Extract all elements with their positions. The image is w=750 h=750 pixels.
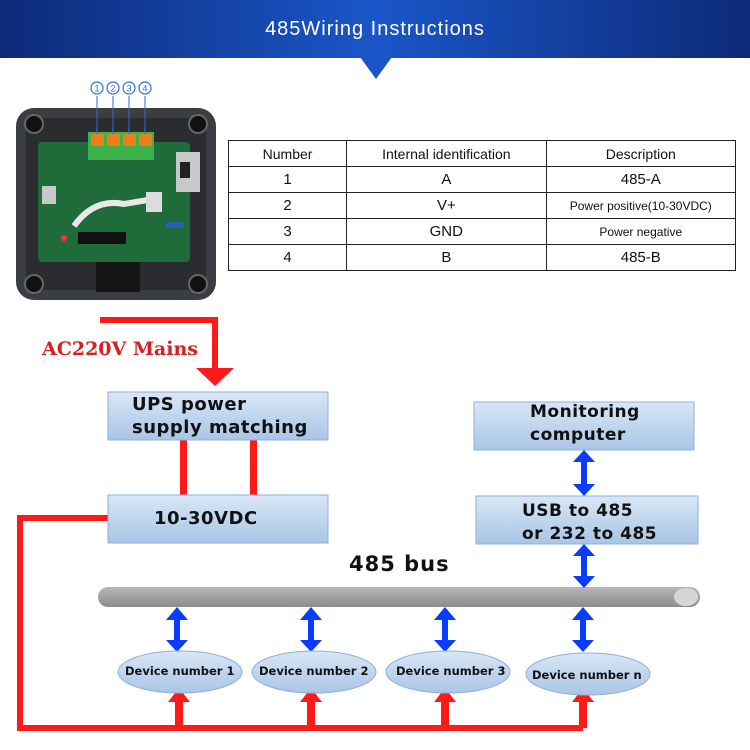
pin-number-3: 3 bbox=[122, 81, 136, 95]
double-arrow-icon bbox=[434, 607, 456, 652]
dc-label: 10-30VDC bbox=[154, 508, 258, 529]
pin-number-1: 1 bbox=[90, 81, 104, 95]
bus-label: 485 bus bbox=[349, 552, 450, 576]
monitoring-computer-box bbox=[473, 401, 695, 451]
wiring-table: Number Internal identification Descripti… bbox=[227, 140, 737, 271]
pin-number-2: 2 bbox=[106, 81, 120, 95]
ups-label-line2: supply matching bbox=[132, 417, 308, 438]
table-cell: Power positive(10-30VDC) bbox=[545, 192, 737, 219]
wiring-diagram: AC220V Mains UPS power supply matching 1… bbox=[0, 310, 750, 750]
power-up-arrow-icon bbox=[434, 688, 456, 702]
table-cell: Power negative bbox=[545, 218, 737, 245]
converter-label: USB to 485 or 232 to 485 bbox=[522, 500, 657, 546]
column-header: Number bbox=[227, 140, 348, 167]
ups-box bbox=[107, 391, 329, 441]
table-row: 4 B 485-B bbox=[227, 244, 737, 271]
header-notch bbox=[360, 57, 392, 79]
device-label-n: Device number n bbox=[532, 668, 642, 682]
table-cell: GND bbox=[346, 218, 547, 245]
svg-text:3: 3 bbox=[126, 84, 131, 94]
table-row: 2 V+ Power positive(10-30VDC) bbox=[227, 192, 737, 219]
header-banner bbox=[0, 0, 750, 58]
page-title: 485Wiring Instructions bbox=[265, 18, 485, 40]
bus-line bbox=[98, 587, 700, 607]
device-label-2: Device number 2 bbox=[259, 664, 369, 678]
svg-text:1: 1 bbox=[94, 84, 99, 94]
power-lines bbox=[17, 317, 594, 731]
table-cell: 485-A bbox=[545, 166, 737, 193]
double-arrow-icon bbox=[572, 607, 594, 652]
table-cell: V+ bbox=[346, 192, 547, 219]
ups-label: UPS power supply matching bbox=[132, 393, 308, 439]
double-arrow-icon bbox=[573, 544, 595, 588]
table-cell: 485-B bbox=[545, 244, 737, 271]
device-node-n bbox=[525, 652, 651, 696]
double-arrow-icon bbox=[300, 607, 322, 652]
monitor-label-line2: computer bbox=[530, 425, 626, 445]
svg-text:2: 2 bbox=[110, 84, 115, 94]
column-header: Description bbox=[545, 140, 737, 167]
power-up-arrow-icon bbox=[168, 688, 190, 702]
dc-supply-box bbox=[107, 494, 329, 544]
table-row: 3 GND Power negative bbox=[227, 218, 737, 245]
table-cell: 4 bbox=[227, 244, 348, 271]
device-node-2 bbox=[251, 650, 377, 694]
device-label-3: Device number 3 bbox=[396, 664, 506, 678]
screw-hole-icon bbox=[188, 114, 208, 134]
ups-label-line1: UPS power bbox=[132, 394, 247, 415]
monitor-label-line1: Monitoring bbox=[530, 402, 640, 422]
screw-hole-icon bbox=[24, 114, 44, 134]
converter-box bbox=[475, 495, 699, 545]
table-cell: 2 bbox=[227, 192, 348, 219]
power-up-arrow-icon bbox=[300, 688, 322, 702]
table-cell: 1 bbox=[227, 166, 348, 193]
converter-label-line1: USB to 485 bbox=[522, 501, 634, 521]
monitor-label: Monitoring computer bbox=[530, 401, 640, 447]
double-arrow-icon bbox=[166, 607, 188, 652]
table-row: 1 A 485-A bbox=[227, 166, 737, 193]
converter-label-line2: or 232 to 485 bbox=[522, 524, 658, 544]
device-node-1 bbox=[117, 650, 243, 694]
table-cell: B bbox=[346, 244, 547, 271]
device-node-3 bbox=[385, 650, 511, 694]
table-header-row: Number Internal identification Descripti… bbox=[227, 140, 737, 167]
screw-hole-icon bbox=[188, 274, 208, 294]
screw-hole-icon bbox=[24, 274, 44, 294]
device-photo: 1 2 3 4 bbox=[16, 81, 216, 300]
svg-text:4: 4 bbox=[142, 84, 147, 94]
column-header: Internal identification bbox=[346, 140, 547, 167]
cable-gland-slot bbox=[96, 262, 140, 292]
pin-number-4: 4 bbox=[138, 81, 152, 95]
device-label-1: Device number 1 bbox=[125, 664, 235, 678]
mains-label: AC220V Mains bbox=[42, 338, 198, 360]
double-arrow-icon bbox=[573, 450, 595, 496]
table-cell: A bbox=[346, 166, 547, 193]
table-cell: 3 bbox=[227, 218, 348, 245]
mains-arrow-icon bbox=[196, 368, 234, 386]
bus-arrows bbox=[166, 450, 595, 652]
